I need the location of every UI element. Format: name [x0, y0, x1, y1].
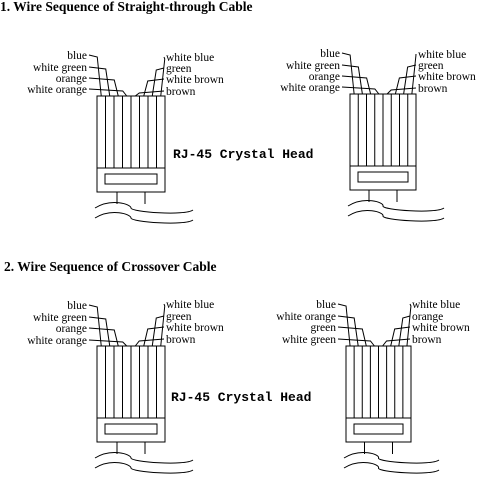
leader-line-left	[88, 88, 128, 97]
wire-label-left-1: blue	[67, 50, 87, 62]
section-crossover: 2. Wire Sequence of Crossover Cable RJ-4…	[4, 259, 470, 474]
leader-line-right	[134, 90, 165, 97]
leader-line-left	[88, 316, 111, 347]
connector-4: blue white orange green white green whit…	[276, 299, 470, 474]
connector-boot	[345, 417, 412, 443]
wire-label-left-3: orange	[56, 323, 87, 335]
wire-label-right-1: white blue	[166, 52, 214, 64]
leader-line-left	[88, 339, 128, 347]
wire-label-left-3: orange	[309, 71, 340, 83]
cable-edge-top	[94, 202, 194, 214]
leader-line-left	[337, 326, 367, 347]
cable-edge-bottom	[343, 462, 440, 474]
leader-line-right	[394, 75, 417, 95]
leader-line-left	[88, 327, 119, 347]
leader-line-left	[337, 315, 359, 347]
leader-line-left	[88, 66, 111, 97]
wire-label-right-4: brown	[412, 334, 442, 346]
wire-label-left-1: blue	[67, 300, 87, 312]
cable-edge-bottom	[347, 210, 445, 222]
connector-1: blue white green orange white orange whi…	[27, 50, 224, 224]
leader-line-right	[403, 64, 417, 95]
cable-edge-bottom	[94, 462, 194, 474]
leader-line-right	[406, 303, 412, 347]
cable-edge-top	[94, 452, 194, 464]
leader-line-right	[386, 87, 417, 95]
connector-boot	[349, 165, 417, 191]
section-title: 2. Wire Sequence of Crossover Cable	[4, 259, 217, 274]
connector-3: blue white green orange white orange whi…	[27, 299, 224, 474]
wire-label-right-1: white blue	[418, 49, 466, 61]
wire-label-right-4: brown	[166, 334, 196, 346]
wire-label-right-1: white blue	[166, 299, 214, 311]
cable-edge-top	[343, 452, 440, 464]
connector-clip	[104, 173, 158, 185]
connector-clip	[104, 423, 158, 435]
wire-label-right-4: brown	[418, 83, 448, 95]
leader-line-right	[382, 338, 411, 347]
leader-line-right	[160, 303, 166, 347]
head-label: RJ-45 Crystal Head	[173, 147, 313, 162]
wire-label-left-2: white green	[33, 312, 87, 324]
wire-label-left-4: white orange	[27, 84, 87, 96]
cable-edge-top	[347, 200, 445, 212]
connector-boot	[96, 417, 166, 443]
leader-line-left	[341, 52, 355, 95]
leader-line-right	[134, 338, 165, 347]
wire-label-right-3: white brown	[412, 322, 470, 334]
wire-label-left-1: blue	[316, 299, 336, 311]
head-label: RJ-45 Crystal Head	[171, 390, 311, 405]
wire-label-right-3: white brown	[166, 322, 224, 334]
connector-clip	[357, 171, 409, 183]
wire-label-left-4: white orange	[280, 82, 340, 94]
leader-line-right	[151, 315, 165, 347]
leader-line-left	[341, 75, 372, 95]
leader-line-right	[151, 67, 165, 97]
leader-line-left	[337, 338, 375, 347]
cable-edge-bottom	[94, 212, 194, 224]
connector-boot	[96, 167, 166, 193]
wire-label-right-2: green	[418, 60, 444, 72]
leader-line-left	[341, 64, 363, 95]
wire-label-left-2: white orange	[276, 311, 336, 323]
wire-label-right-4: brown	[166, 86, 196, 98]
leader-line-right	[398, 315, 411, 347]
wire-label-left-3: orange	[56, 73, 87, 85]
wire-label-left-2: white green	[286, 60, 340, 72]
leader-line-right	[411, 53, 417, 95]
wire-label-right-1: white blue	[412, 299, 460, 311]
leader-line-left	[337, 303, 351, 347]
leader-line-right	[143, 78, 165, 97]
wire-label-right-3: white brown	[166, 74, 224, 86]
leader-line-left	[341, 86, 380, 95]
wire-label-left-4: white green	[282, 334, 336, 346]
wire-label-left-2: white green	[33, 62, 87, 74]
leader-line-left	[88, 304, 102, 347]
leader-line-left	[88, 54, 102, 97]
section-title: 1. Wire Sequence of Straight-through Cab…	[0, 0, 253, 14]
wire-label-left-3: green	[310, 322, 336, 334]
wire-label-right-2: green	[166, 63, 192, 75]
connector-2: blue white green orange white orange whi…	[280, 48, 476, 222]
wire-label-right-3: white brown	[418, 71, 476, 83]
wire-label-left-4: white orange	[27, 335, 87, 347]
leader-line-right	[160, 56, 166, 97]
connector-clip	[353, 423, 404, 435]
wire-label-right-2: green	[166, 311, 192, 323]
section-straight-through: 1. Wire Sequence of Straight-through Cab…	[0, 0, 476, 224]
wire-label-left-1: blue	[320, 48, 340, 60]
leader-line-left	[88, 77, 119, 97]
wire-label-right-2: orange	[412, 311, 443, 323]
